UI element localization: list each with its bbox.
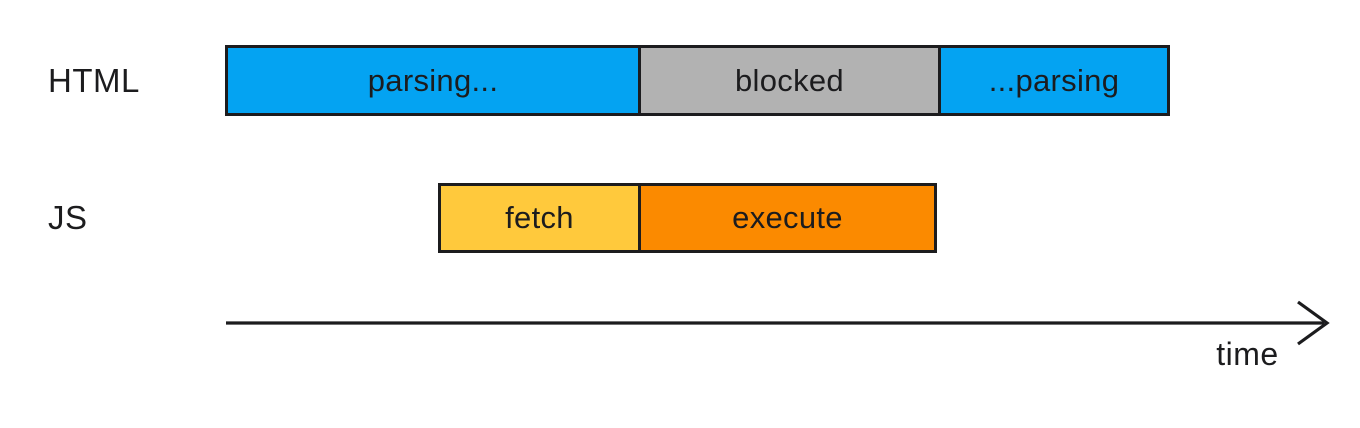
segment-html-parsing-resumed: ...parsing [938,48,1167,113]
segment-js-execute: execute [638,186,934,250]
row-label-js: JS [48,199,88,236]
js-timeline-bar: fetch execute [438,183,937,253]
row-label-html: HTML [48,62,140,99]
segment-html-parsing: parsing... [228,48,638,113]
html-timeline-bar: parsing... blocked ...parsing [225,45,1170,116]
segment-js-fetch: fetch [441,186,638,250]
time-axis-label: time [1216,336,1279,372]
segment-html-blocked: blocked [638,48,938,113]
